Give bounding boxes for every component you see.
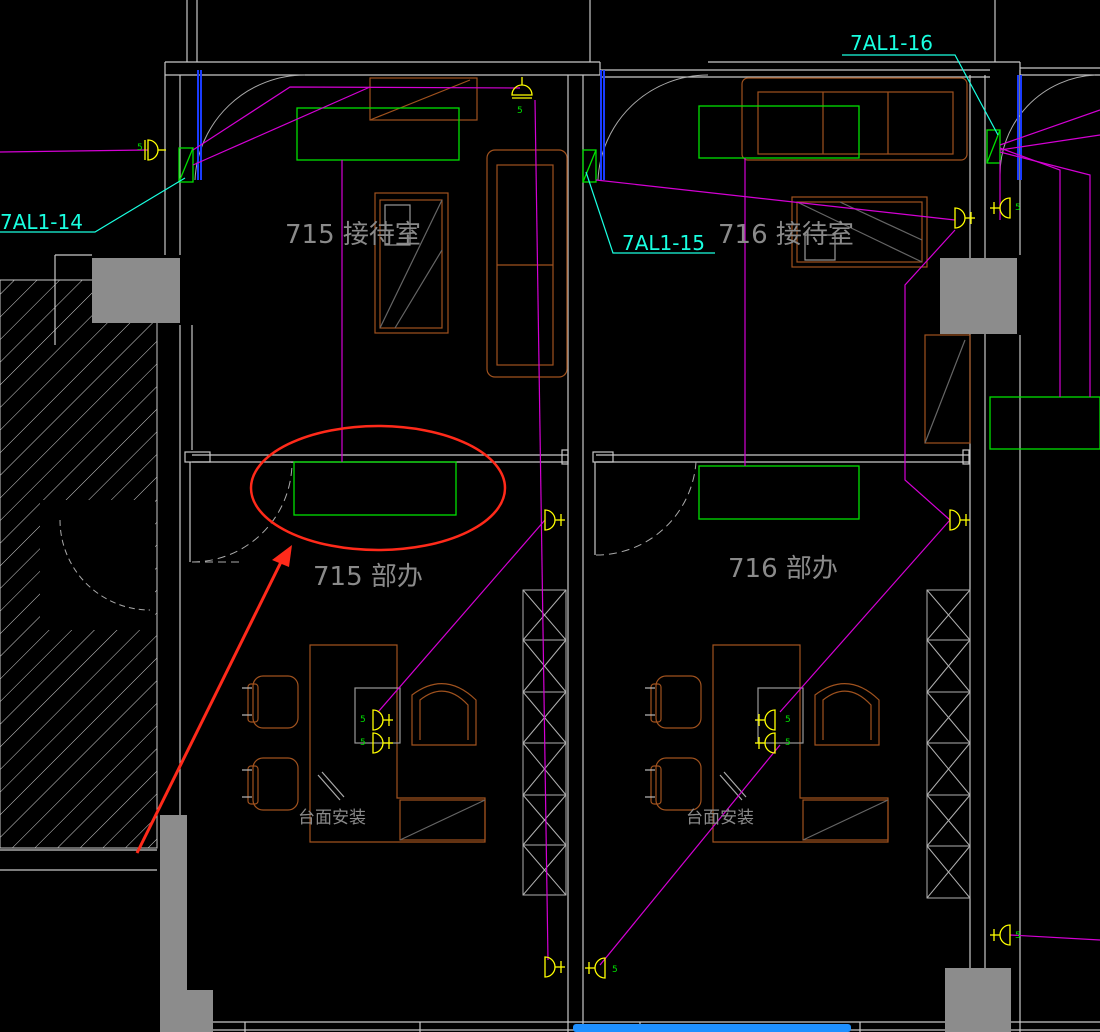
circuit-leaders bbox=[0, 54, 999, 254]
socket-icon bbox=[990, 197, 1011, 219]
svg-text:5: 5 bbox=[785, 715, 791, 725]
socket-icon bbox=[144, 139, 166, 161]
fixture-717 bbox=[989, 396, 1100, 450]
desk-note-715: 台面安装 bbox=[298, 808, 366, 828]
wiring bbox=[0, 86, 1100, 966]
room-label-715-reception: 715 接待室 bbox=[285, 220, 421, 250]
svg-text:5: 5 bbox=[360, 715, 366, 725]
highlight-ellipse bbox=[249, 424, 507, 552]
socket-icon bbox=[755, 709, 776, 731]
socket-icon bbox=[755, 732, 776, 754]
room-label-716-office: 716 部办 bbox=[728, 554, 838, 584]
bookshelves bbox=[522, 589, 971, 899]
fixture-716-office bbox=[698, 465, 860, 520]
desk-note-716: 台面安装 bbox=[686, 808, 754, 828]
sockets bbox=[144, 77, 1011, 979]
socket-icon bbox=[544, 956, 565, 978]
circuit-label-15: 7AL1-15 bbox=[622, 231, 705, 255]
fixture-716-reception bbox=[698, 105, 860, 159]
socket-marks: 5 5 5 5 5 5 5 5 5 bbox=[137, 106, 1021, 975]
svg-text:5: 5 bbox=[517, 106, 523, 116]
socket-icon bbox=[990, 924, 1011, 946]
socket-icon bbox=[544, 509, 565, 531]
fixture-715-office bbox=[293, 461, 457, 516]
circuit-label-16: 7AL1-16 bbox=[850, 31, 933, 55]
socket-icon bbox=[949, 509, 970, 531]
svg-text:5: 5 bbox=[1015, 931, 1021, 941]
socket-icon bbox=[372, 709, 393, 731]
svg-text:5: 5 bbox=[137, 143, 143, 153]
circuit-label-14: 7AL1-14 bbox=[0, 210, 83, 234]
hatch-gap bbox=[40, 500, 155, 630]
horizontal-scrollbar[interactable] bbox=[573, 1024, 851, 1032]
distribution-panels bbox=[197, 70, 1022, 180]
columns bbox=[92, 258, 1017, 1032]
svg-text:5: 5 bbox=[612, 965, 618, 975]
furniture bbox=[242, 77, 971, 843]
room-label-715-office: 715 部办 bbox=[313, 562, 423, 592]
pointer-arrow bbox=[135, 545, 292, 854]
door-swing-left-outer bbox=[59, 519, 151, 611]
svg-text:5: 5 bbox=[1015, 203, 1021, 213]
socket-icon bbox=[954, 207, 975, 229]
socket-icon bbox=[372, 732, 393, 754]
svg-text:5: 5 bbox=[785, 738, 791, 748]
room-label-716-reception: 716 接待室 bbox=[718, 220, 854, 250]
light-fixtures bbox=[178, 105, 1100, 520]
svg-text:5: 5 bbox=[360, 738, 366, 748]
socket-icon bbox=[585, 957, 606, 979]
socket-icon bbox=[511, 77, 533, 99]
fixture-715-reception bbox=[296, 107, 460, 161]
